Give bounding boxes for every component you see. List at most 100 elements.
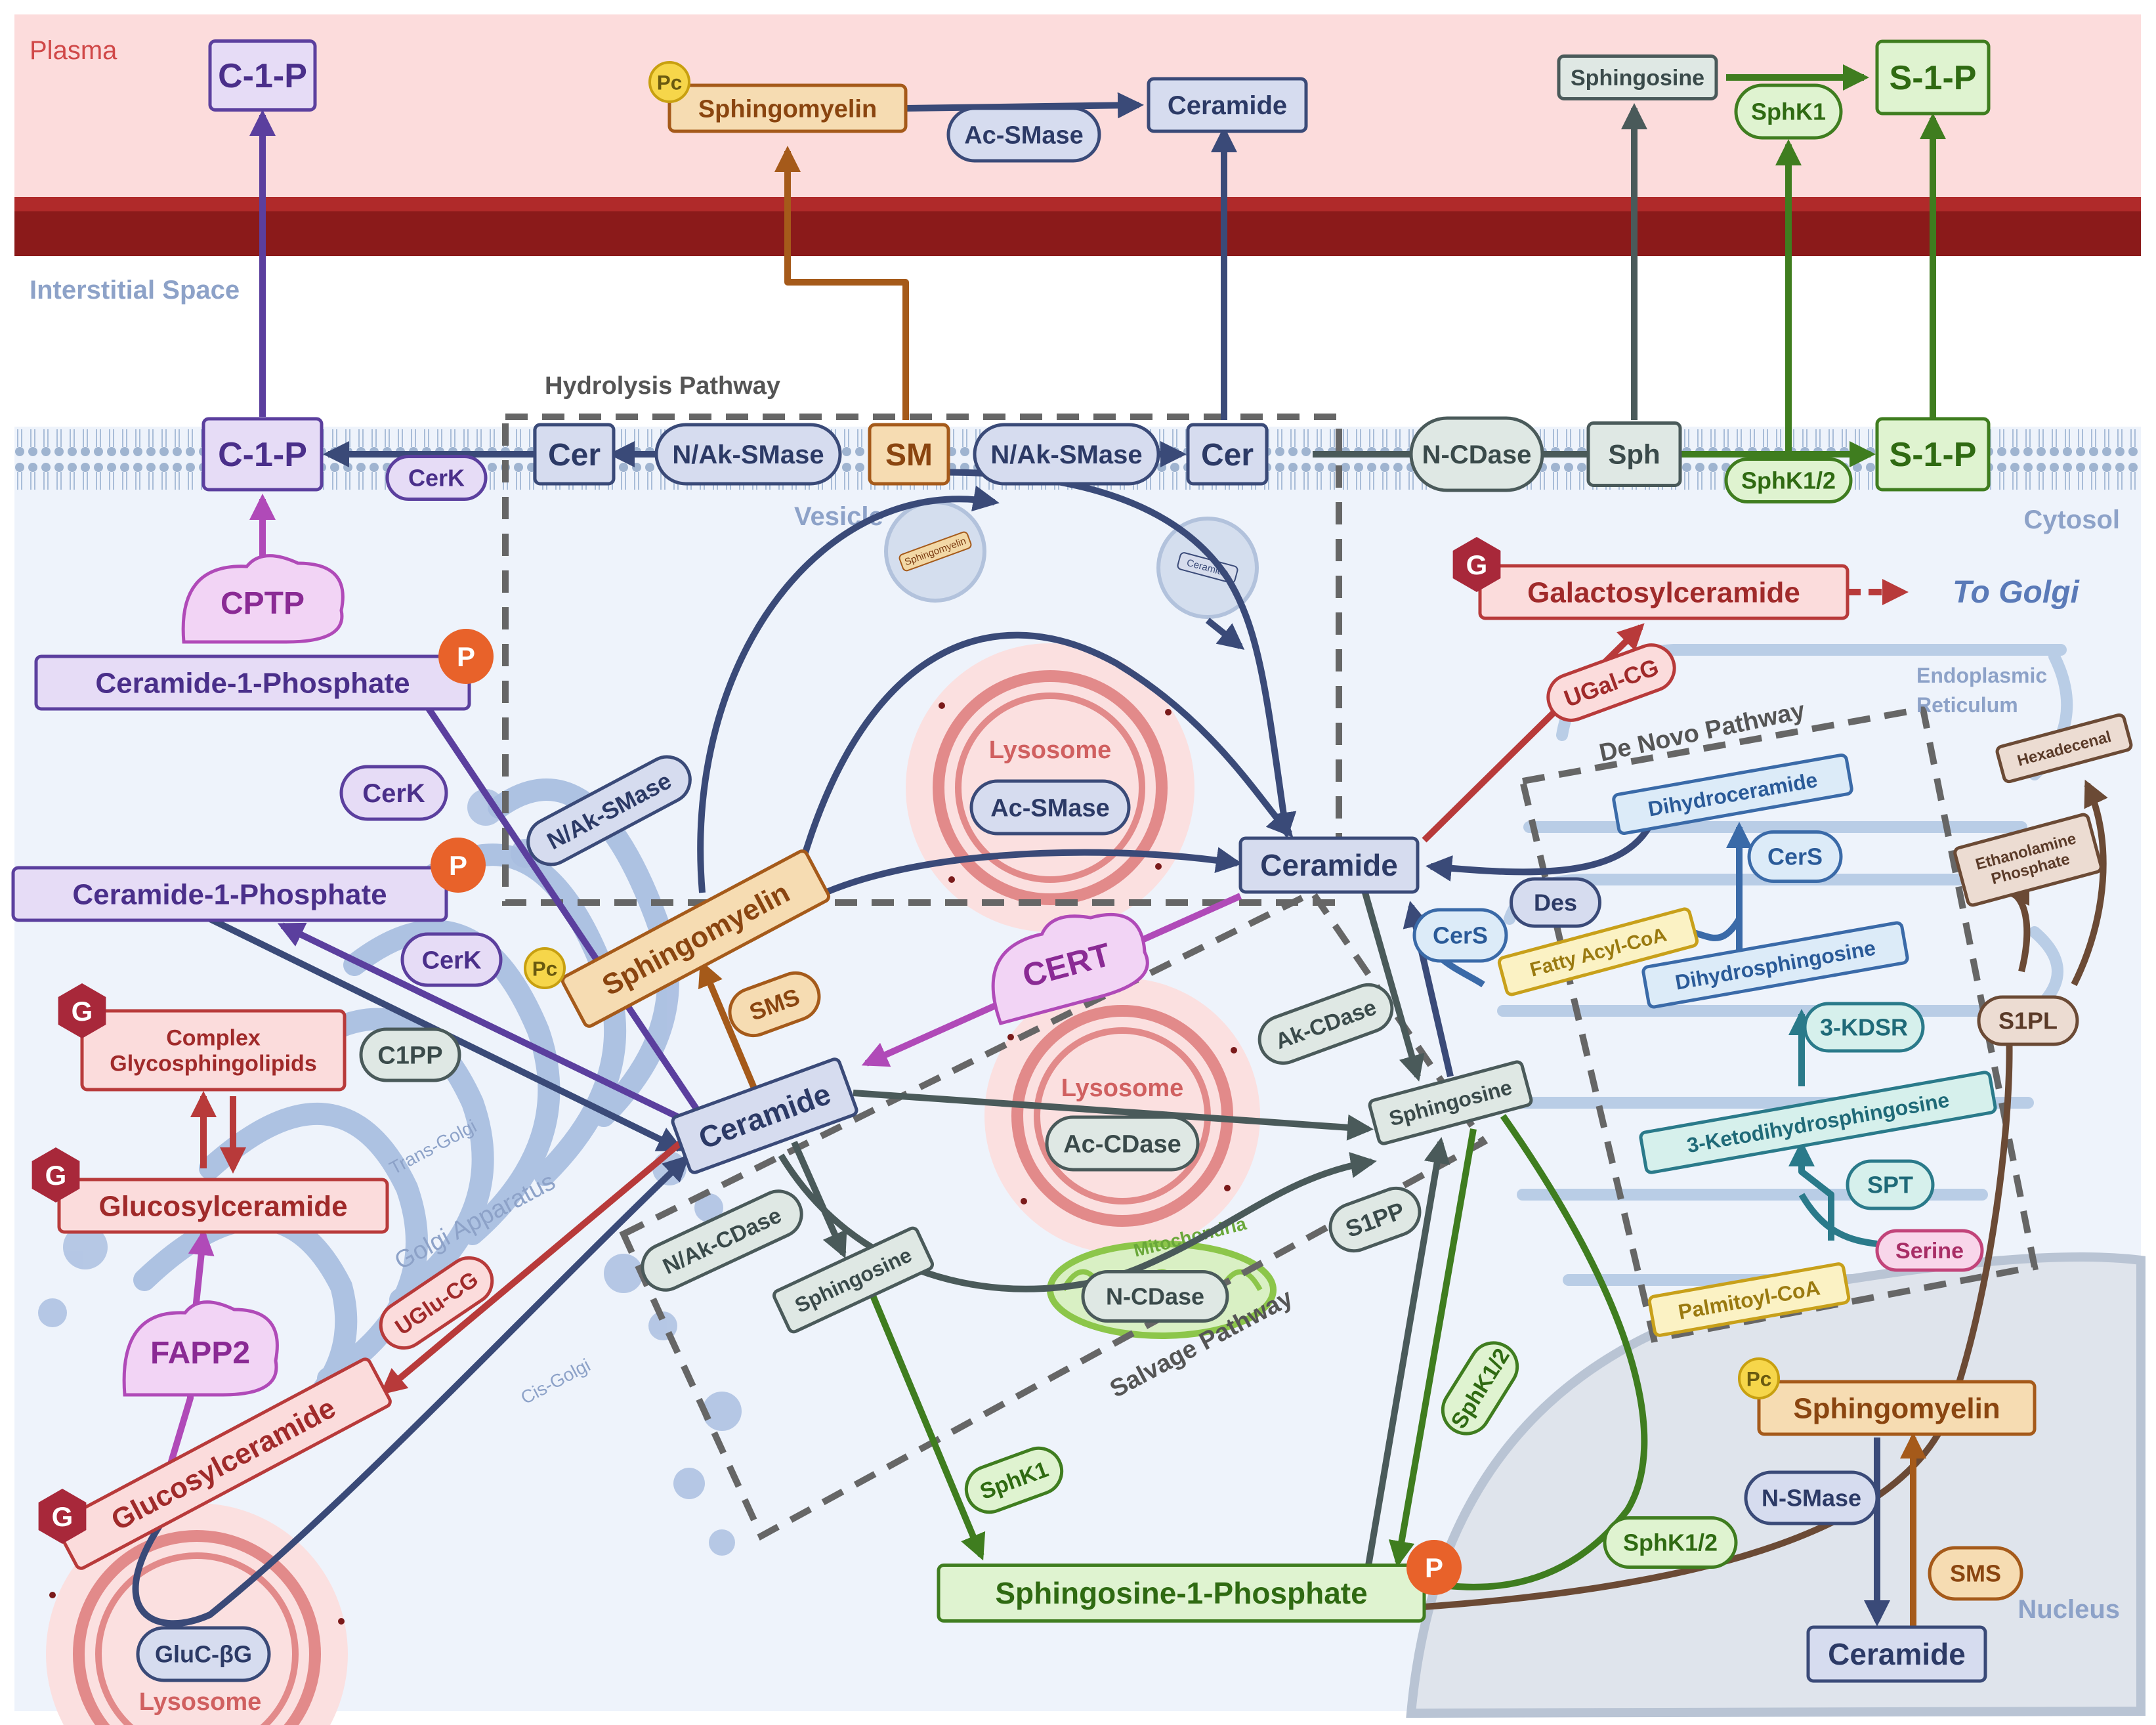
node-ac-smase-lyso-shape <box>969 779 1131 836</box>
node-c1p-2-label: Ceramide-1-Phosphate <box>72 878 387 910</box>
node-c1p-1-label: Ceramide-1-Phosphate <box>95 667 410 699</box>
node-sm-nucleus: Sphingomyelin <box>1757 1380 2037 1436</box>
node-cerk-mem: CerK <box>385 455 488 501</box>
node-ncdase-mem-label: N-CDase <box>1422 440 1532 469</box>
cytosol-label: Cytosol <box>2023 505 2120 534</box>
badge-pc-2-circle <box>1738 1357 1780 1399</box>
badge-g-1-hex <box>58 983 106 1038</box>
interstitial-region <box>14 256 2141 427</box>
node-kdsr-label: 3-KDSR <box>1820 1014 1908 1041</box>
node-ac-smase-top-label: Ac-SMase <box>964 121 1084 149</box>
node-sphk12-mem-label: SphK1/2 <box>1741 467 1836 494</box>
badge-g-2: G <box>32 1147 80 1203</box>
node-c1p-2: Ceramide-1-Phosphate <box>11 866 448 922</box>
arrow-ceramide-to-sphingosine-right <box>853 1090 1374 1141</box>
node-cer-top-shape <box>1147 77 1308 133</box>
badge-g-2-label: G <box>45 1160 67 1191</box>
node-n-smase-label: N-SMase <box>1762 1485 1861 1512</box>
arrow-vesicle-to-ceramide <box>892 469 1297 839</box>
node-nak-cdase-shape <box>641 1189 803 1292</box>
badge-g-0-hex <box>1452 537 1501 592</box>
node-cerk-mem-label: CerK <box>408 465 465 492</box>
lysosome-1-label: Lysosome <box>989 736 1112 764</box>
node-spt: SPT <box>1846 1159 1935 1210</box>
node-sphk1-top-label: SphK1 <box>1751 98 1826 125</box>
to-golgi-label: To Golgi <box>1953 575 2081 610</box>
node-cptp-label: CPTP <box>221 586 305 621</box>
arrow-s1p-to-s1pl <box>1404 1012 2023 1611</box>
node-s1p-top-shape <box>1875 39 1991 116</box>
node-cert-shape <box>991 912 1149 1026</box>
node-ethanolamine-shape <box>1953 813 2103 907</box>
arrow-sphingosine-s1p-loop <box>1399 1114 1648 1596</box>
node-nak-smase-left: N/Ak-SMase <box>654 423 842 486</box>
node-ceramide-golgi-shape <box>671 1057 858 1174</box>
node-sph-top: Sphingosine <box>1557 54 1718 100</box>
badge-g-1: G <box>58 983 106 1038</box>
node-spt-shape <box>1846 1159 1935 1210</box>
hydrolysis-pathway-label: Hydrolysis Pathway <box>545 372 780 400</box>
node-ac-smase-lyso: Ac-SMase <box>969 779 1131 836</box>
node-ncdase-mem: N-CDase <box>1409 416 1544 492</box>
node-n-cdase-mito-shape <box>1081 1270 1229 1323</box>
node-cer-top-label: Ceramide <box>1168 91 1287 120</box>
arrow-sphingosine-to-s1p <box>863 1279 986 1561</box>
node-sm-mem-label: SM <box>885 438 933 473</box>
de-novo-pathway-frame <box>1518 705 2039 1343</box>
node-glucosylcer-1-label: Glucosylceramide <box>98 1190 347 1222</box>
node-cers-1-label: CerS <box>1767 843 1823 870</box>
hydrolysis-pathway-frame <box>502 414 1342 906</box>
arrow-dihydrocer-to-ceramide <box>1426 816 1657 882</box>
node-complex-gsl-label: Glycosphingolipids <box>110 1051 316 1076</box>
node-cers-2: CerS <box>1412 908 1508 963</box>
node-dihydrosph-shape <box>1641 921 1909 1009</box>
node-s1pl: S1PL <box>1977 995 2079 1046</box>
node-s1p-mem: S-1-P <box>1875 417 1991 492</box>
node-sms-mid: SMS <box>728 971 821 1038</box>
badge-g-3: G <box>38 1489 87 1544</box>
node-des: Des <box>1510 877 1601 928</box>
node-n-cdase-mito-label: N-CDase <box>1106 1283 1204 1310</box>
node-des-shape <box>1510 877 1601 928</box>
node-c1p-mem-label: C-1-P <box>218 436 307 474</box>
badge-pc-1-circle <box>524 947 566 989</box>
badge-pc-0-circle <box>648 61 690 103</box>
node-sphk12-low-shape <box>1603 1516 1738 1569</box>
node-s1p-mem-label: S-1-P <box>1890 436 1977 474</box>
node-cer-mem-right: Cer <box>1186 423 1269 486</box>
node-hexadecenal-shape <box>1995 713 2133 784</box>
arrow-s1p-to-sphingosine <box>1365 1137 1450 1566</box>
node-sm-mem-shape <box>868 423 950 486</box>
arrow-ceramide-vesicle-down <box>1205 618 1245 650</box>
arrow-sm-mid-to-ceramide <box>792 847 1242 912</box>
node-c1p-1: Ceramide-1-Phosphate <box>34 654 471 711</box>
node-s1pp-shape <box>1328 1186 1422 1253</box>
node-s1pp: S1PP <box>1328 1186 1422 1253</box>
node-sph-top-shape <box>1557 54 1718 100</box>
er-label-line-1: Endoplasmic <box>1916 664 2047 687</box>
node-nak-smase-right-shape <box>973 423 1160 486</box>
node-sm-top: Sphingomyelin <box>667 83 908 133</box>
node-serine-label: Serine <box>1895 1239 1964 1264</box>
salvage-pathway-frame <box>619 888 1489 1541</box>
node-ak-cdase-shape <box>1258 983 1394 1065</box>
node-sm-mem: SM <box>868 423 950 486</box>
node-sphk1-mid: SphK1 <box>964 1446 1064 1514</box>
lysosome-2-label: Lysosome <box>1061 1075 1184 1102</box>
node-sph-top-label: Sphingosine <box>1571 66 1704 91</box>
node-cers-2-label: CerS <box>1433 922 1488 949</box>
badge-p-4: P <box>431 838 486 893</box>
node-nak-smase-left-label: N/Ak-SMase <box>672 440 824 469</box>
vesicle-label: Vesicle <box>794 502 883 531</box>
node-uglu-cg-shape <box>379 1256 494 1350</box>
node-galactosylcer: Galactosylceramide <box>1478 564 1850 620</box>
node-sm-top-label: Sphingomyelin <box>698 95 877 123</box>
node-sphk1-mid-shape <box>964 1446 1064 1514</box>
node-n-smase-shape <box>1744 1470 1879 1525</box>
node-ac-smase-top: Ac-SMase <box>946 106 1101 163</box>
node-fatty-acyl-shape <box>1497 907 1699 996</box>
cell-membrane-highlight <box>14 197 2141 211</box>
node-sphingomyelin-mid-shape <box>560 849 831 1028</box>
